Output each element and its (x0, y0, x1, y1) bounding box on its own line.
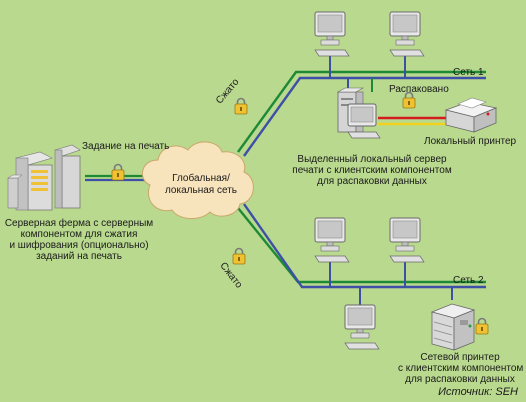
server-farm-caption: Серверная ферма с серверным компонентом … (4, 218, 154, 262)
server-farm-icon (7, 144, 81, 211)
network-printer-caption-line: для распаковки данных (405, 374, 515, 385)
dedicated-server-caption-line: Выделенный локальный сервер (297, 154, 447, 165)
server-to-printer-link (378, 116, 448, 126)
lock-icon (475, 317, 489, 335)
network-printer-caption: Сетевой принтер с клиентским компонентом… (398, 352, 524, 385)
cloud-to-net2-link (237, 203, 486, 289)
cloud-label-line2: локальная сеть (164, 185, 237, 196)
dedicated-server-caption-line: для распаковки данных (317, 176, 427, 187)
lock-icon (232, 247, 246, 265)
network-2-label: Сеть 2 (453, 275, 484, 286)
lock-icon (234, 97, 248, 115)
network-printer-caption-line: Сетевой принтер (420, 352, 500, 363)
workstation-icon (314, 11, 350, 57)
unpacked-label: Распаковано (389, 84, 449, 95)
server-farm-caption-line: и шифрования (опционально) (9, 240, 149, 251)
workstation-icon (344, 304, 380, 350)
network-1-label: Сеть 1 (453, 67, 484, 78)
server-farm-caption-line: компонентом для сжатия (20, 229, 138, 240)
workstation-icon (389, 217, 425, 263)
server-farm-caption-line: Серверная ферма с серверным (4, 218, 154, 229)
dedicated-server-caption: Выделенный локальный сервер печати с кли… (282, 154, 462, 187)
cloud-to-net1-link (237, 70, 486, 157)
lock-icon (111, 163, 125, 181)
network-printer-icon (430, 303, 476, 351)
workstation-icon (314, 217, 350, 263)
print-server-icon (336, 87, 381, 139)
cloud-label-line1: Глобальная/ (172, 173, 230, 184)
local-printer-icon (444, 97, 498, 133)
print-job-label: Задание на печать (82, 141, 170, 152)
server-farm-caption-line: заданий на печать (36, 251, 122, 262)
dedicated-server-caption-line: печати с клиентским компонентом (292, 165, 452, 176)
local-printer-label: Локальный принтер (424, 136, 517, 147)
source-credit: Источник: SEH (438, 386, 518, 398)
network-printer-caption-line: с клиентским компонентом (398, 363, 524, 374)
cloud-icon (142, 141, 254, 219)
workstation-icon (389, 11, 425, 57)
